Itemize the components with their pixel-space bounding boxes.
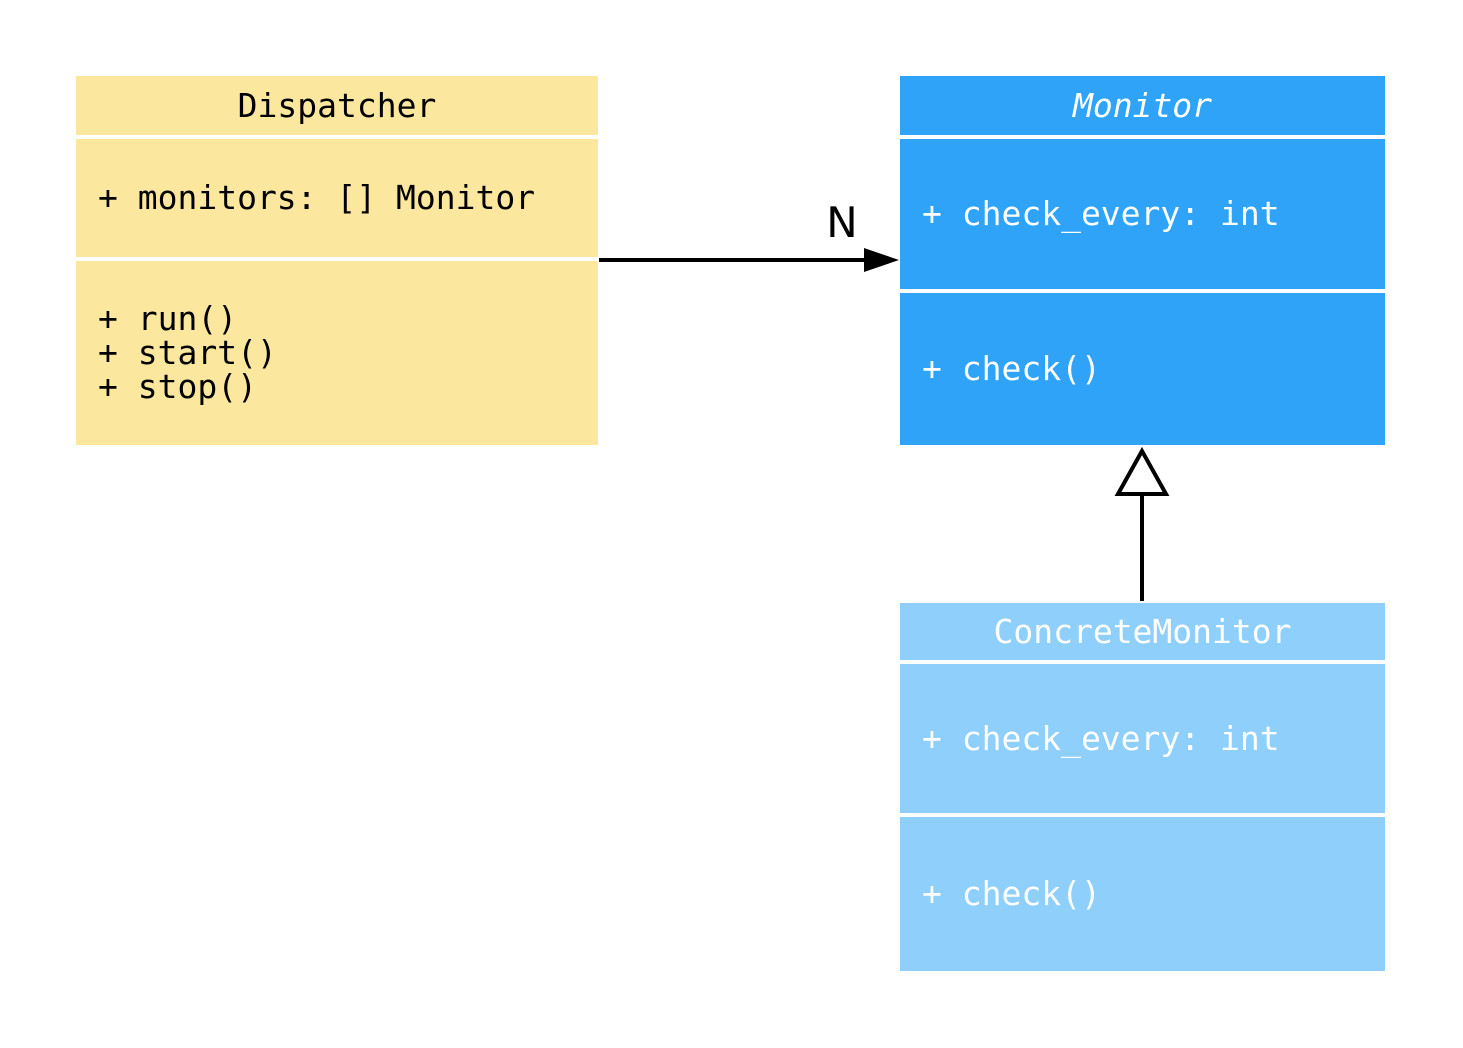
association-multiplicity-label: N [826, 198, 858, 247]
attribute-item: + monitors: [] Monitor [98, 178, 536, 217]
class-box-concrete-monitor: ConcreteMonitor + check_every: int + che… [900, 603, 1385, 971]
methods-compartment-dispatcher: + run() + start() + stop() [76, 261, 598, 445]
attributes-compartment-dispatcher: + monitors: [] Monitor [76, 139, 598, 257]
method-item: + start() [98, 333, 277, 372]
method-item: + stop() [98, 367, 257, 406]
class-title-monitor: Monitor [900, 76, 1385, 135]
method-item: + run() [98, 299, 238, 338]
class-title-concrete-monitor: ConcreteMonitor [900, 603, 1385, 660]
generalization-arrow [1114, 446, 1170, 601]
methods-compartment-concrete-monitor: + check() [900, 817, 1385, 971]
attributes-compartment-monitor: + check_every: int [900, 139, 1385, 289]
method-item: + check() [922, 349, 1101, 388]
attributes-compartment-concrete-monitor: + check_every: int [900, 664, 1385, 813]
class-box-monitor: Monitor + check_every: int + check() [900, 76, 1385, 445]
methods-compartment-monitor: + check() [900, 293, 1385, 445]
method-item: + check() [922, 874, 1101, 913]
attribute-item: + check_every: int [922, 194, 1280, 233]
class-box-dispatcher: Dispatcher + monitors: [] Monitor + run(… [76, 76, 598, 445]
association-arrow [599, 248, 899, 272]
attribute-item: + check_every: int [922, 718, 1280, 758]
class-title-dispatcher: Dispatcher [76, 76, 598, 135]
